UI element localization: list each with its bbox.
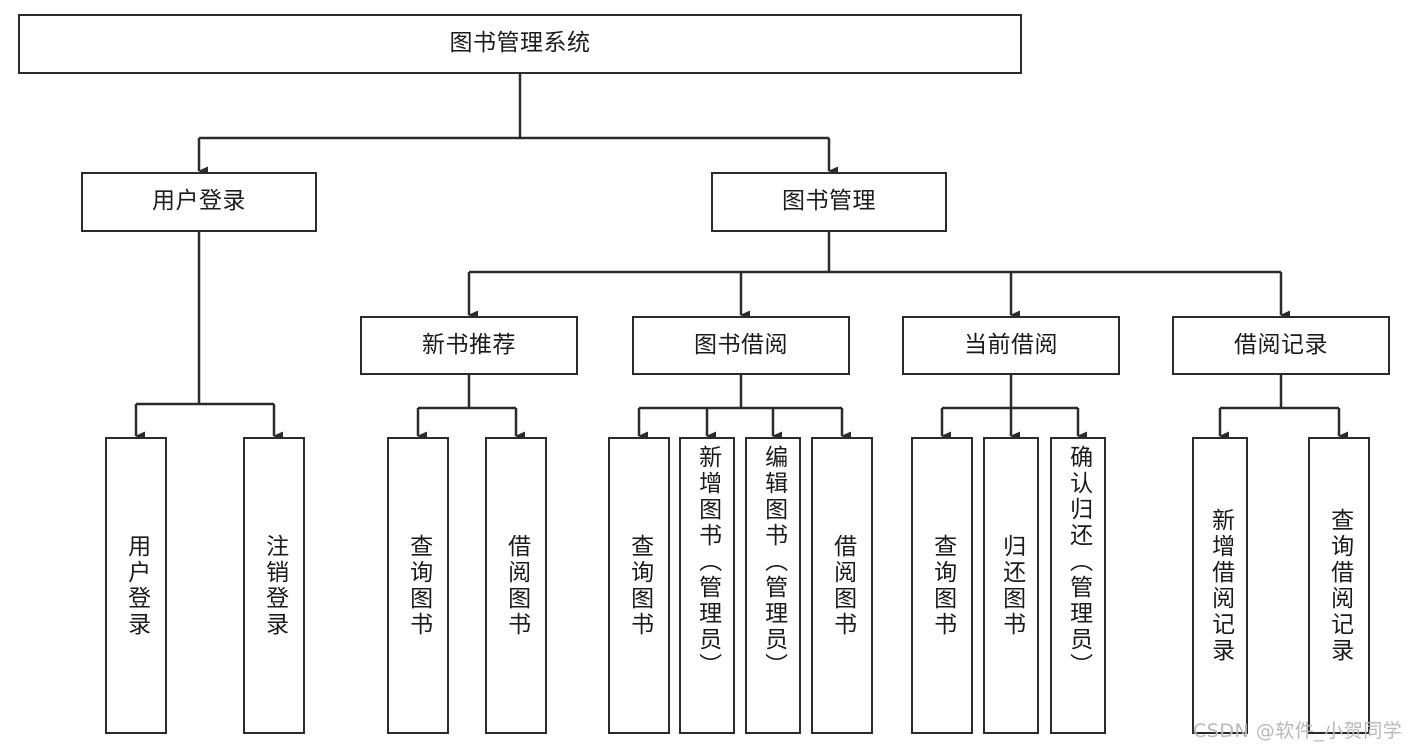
node-label: 借阅图书: [503, 533, 530, 638]
node-leaf-5[interactable]: 查询图书: [608, 437, 670, 734]
node-label: 注销登录: [261, 533, 288, 638]
node-label: 图书借阅: [694, 331, 788, 358]
node-l3-borrow[interactable]: 图书借阅: [632, 316, 850, 375]
node-leaf-11[interactable]: 确认归还（管理员）: [1050, 437, 1106, 734]
node-label: 用户登录: [123, 533, 150, 638]
node-leaf-6[interactable]: 新增图书（管理员）: [679, 437, 735, 734]
node-leaf-10[interactable]: 归还图书: [983, 437, 1039, 734]
node-label: 借阅记录: [1234, 331, 1328, 358]
node-label: 查询图书: [929, 533, 956, 638]
node-label: 查询图书: [405, 533, 432, 638]
node-root[interactable]: 图书管理系统: [18, 14, 1022, 74]
node-label: 用户登录: [152, 188, 246, 215]
node-leaf-7[interactable]: 编辑图书（管理员）: [745, 437, 801, 734]
watermark-text: CSDN @软件_小贺同学: [1193, 720, 1403, 742]
node-leaf-9[interactable]: 查询图书: [911, 437, 973, 734]
node-leaf-2[interactable]: 注销登录: [243, 437, 305, 734]
node-label: 归还图书: [998, 533, 1025, 638]
node-label: 新书推荐: [422, 331, 516, 358]
node-l3-current[interactable]: 当前借阅: [902, 316, 1120, 375]
node-l2-login[interactable]: 用户登录: [81, 172, 317, 232]
node-leaf-13[interactable]: 查询借阅记录: [1308, 437, 1370, 734]
node-leaf-8[interactable]: 借阅图书: [811, 437, 873, 734]
node-label: 借阅图书: [829, 533, 856, 638]
node-l3-newbook[interactable]: 新书推荐: [360, 316, 578, 375]
node-leaf-3[interactable]: 查询图书: [387, 437, 449, 734]
node-l2-bookmgmt[interactable]: 图书管理: [711, 172, 947, 232]
node-leaf-12[interactable]: 新增借阅记录: [1192, 437, 1248, 734]
node-label: 图书管理系统: [449, 30, 591, 57]
node-label: 编辑图书（管理员）: [760, 445, 787, 679]
node-leaf-1[interactable]: 用户登录: [105, 437, 167, 734]
edge-group: [134, 74, 1348, 441]
node-l3-record[interactable]: 借阅记录: [1172, 316, 1390, 375]
node-leaf-4[interactable]: 借阅图书: [485, 437, 547, 734]
node-label: 新增图书（管理员）: [694, 445, 721, 679]
node-label: 查询图书: [626, 533, 653, 638]
node-label: 查询借阅记录: [1326, 507, 1353, 664]
node-label: 新增借阅记录: [1207, 507, 1234, 664]
node-label: 确认归还（管理员）: [1065, 445, 1092, 679]
node-label: 当前借阅: [964, 331, 1058, 358]
node-label: 图书管理: [782, 188, 876, 215]
